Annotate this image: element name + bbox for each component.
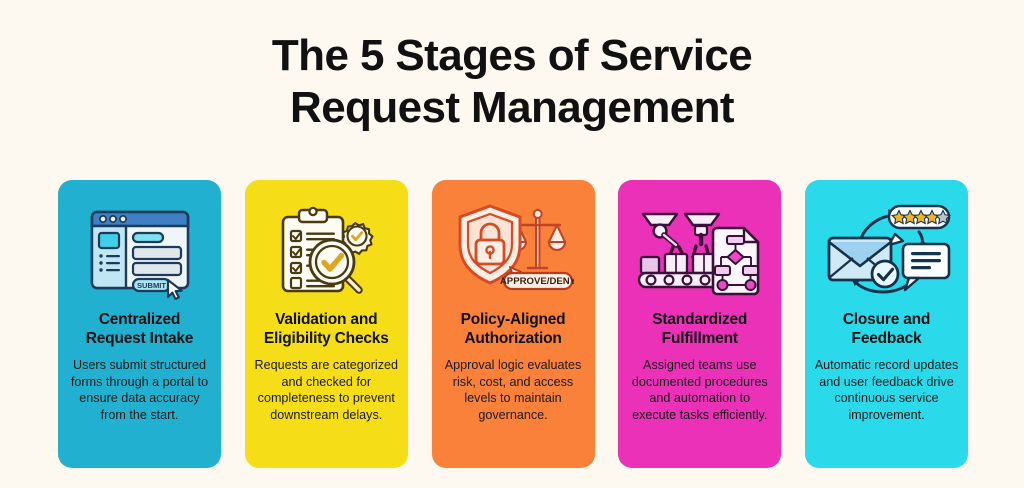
robotic-arm-left-icon (641, 212, 686, 260)
stage-card-validation-eligibility-checks[interactable]: Validation and Eligibility Checks Reques… (244, 180, 408, 468)
stage-card-title: Policy-Aligned Authorization (439, 310, 587, 348)
stage-card-description: Automatic record updates and user feedba… (814, 358, 959, 422)
page-title-line-2: Request Management (290, 83, 735, 132)
star-filled (890, 209, 940, 225)
stage-card-title-line-1: Policy-Aligned (460, 311, 566, 328)
robotic-arm-right-icon (683, 212, 720, 259)
approve-deny-badge: APPROVE/DENY (500, 266, 574, 291)
stage-card-standardized-fulfillment[interactable]: Standardized Fulfillment Assigned teams … (618, 180, 782, 468)
stage-card-title-line-2: Feedback (851, 330, 922, 347)
submit-button-label: SUBMIT (136, 281, 165, 290)
stage-card-description: Users submit structured forms through a … (70, 358, 209, 422)
stage-card-title: Closure and Feedback (813, 310, 961, 348)
stage-card-policy-aligned-authorization[interactable]: APPROVE/DENY Policy-Aligned Authorizatio… (431, 180, 595, 468)
chat-bubble-icon (901, 242, 950, 292)
stage-card-title-line-1: Validation and (275, 311, 378, 328)
check-badge-icon (870, 259, 899, 289)
envelope-icon (827, 236, 899, 289)
approve-deny-label: APPROVE/DENY (500, 276, 574, 287)
stage-card-title-line-1: Centralized (98, 311, 181, 328)
stage-card-list: SUBMIT Centralized Request Intake Users … (58, 180, 968, 468)
stage-card-description: Assigned teams use documented procedures… (631, 358, 768, 422)
stage-card-title-line-2: Authorization (464, 330, 562, 347)
shield-lock-icon (458, 204, 522, 285)
clipboard-checklist-magnifier-gear-icon (259, 194, 394, 306)
star-rating-bubble-icon (887, 204, 951, 247)
browser-form-submit-icon: SUBMIT (72, 194, 207, 306)
stage-card-title-line-2: Fulfillment (661, 330, 738, 347)
shield-lock-scales-icon: APPROVE/DENY (446, 194, 581, 306)
conveyor-belt-icon (637, 252, 724, 289)
star-empty (934, 209, 951, 225)
stage-card-centralized-request-intake[interactable]: SUBMIT Centralized Request Intake Users … (58, 180, 221, 468)
stage-card-description: Approval logic evaluates risk, cost, and… (444, 358, 582, 422)
stage-card-title: Validation and Eligibility Checks (252, 310, 400, 348)
stage-card-title: Standardized Fulfillment (626, 310, 774, 348)
page-title: The 5 Stages of Service Request Manageme… (0, 30, 1024, 134)
stage-card-closure-and-feedback[interactable]: Closure and Feedback Automatic record up… (805, 180, 968, 468)
stage-card-title-line-2: Eligibility Checks (263, 330, 389, 347)
stage-card-title: Centralized Request Intake (66, 310, 214, 348)
stage-card-title-line-1: Standardized (652, 311, 748, 328)
page-title-line-1: The 5 Stages of Service (271, 31, 753, 80)
envelope-rating-feedback-loop-icon (819, 194, 954, 306)
robot-conveyor-flowchart-icon (632, 194, 767, 306)
magnifier-check-icon (308, 238, 363, 294)
flowchart-document-icon (711, 226, 760, 296)
stage-card-description: Requests are categorized and checked for… (254, 358, 398, 422)
stage-card-title-line-2: Request Intake (85, 330, 194, 347)
stage-card-title-line-1: Closure and (842, 311, 931, 328)
